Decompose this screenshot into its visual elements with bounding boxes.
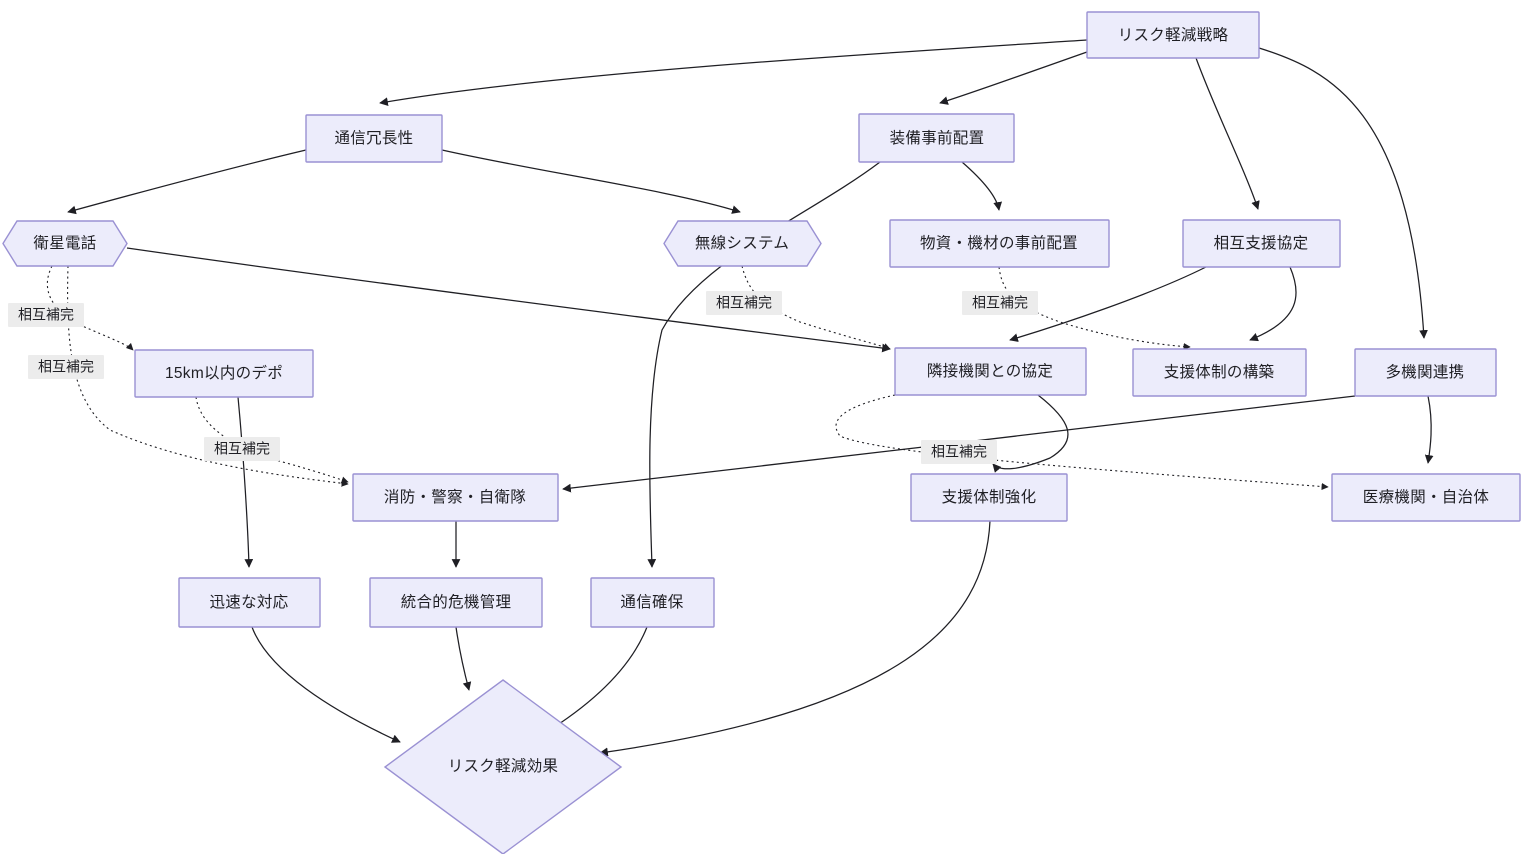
edge-label-text: 相互補完 [214, 441, 270, 457]
node-label: 支援体制の構築 [1164, 363, 1275, 381]
edge-equip-preplace-to-comm-secure [647, 161, 881, 568]
node-label: 装備事前配置 [890, 129, 985, 147]
node-label: 通信確保 [620, 593, 683, 611]
node-support-system-establishment[interactable]: 支援体制の構築 [1132, 348, 1307, 397]
edge-adjacent-agree-to-medical-local [835, 394, 1329, 491]
node-label: リスク軽減効果 [448, 757, 559, 775]
nodes-layer: リスク軽減戦略 通信冗長性 装備事前配置 衛星電話 無線システム [2, 11, 1521, 854]
node-label: 衛星電話 [33, 234, 96, 252]
edge-label-4: 相互補完 [706, 291, 782, 315]
node-label: 多機関連携 [1385, 363, 1464, 381]
node-label: 統合的危機管理 [401, 593, 512, 611]
edge-strategy-to-multi-agency [1258, 47, 1428, 339]
edge-mutual-aid-to-adjacent-agree [1009, 266, 1207, 342]
node-medical-institutions-municipalities[interactable]: 医療機関・自治体 [1331, 473, 1521, 522]
node-equipment-prepositioning[interactable]: 装備事前配置 [858, 113, 1015, 163]
edge-sat-phone-to-fire-police-sdf [67, 265, 349, 487]
edge-label-text: 相互補完 [716, 295, 772, 311]
edge-label-text: 相互補完 [18, 307, 74, 323]
node-label: 無線システム [695, 234, 789, 252]
node-label: 医療機関・自治体 [1363, 488, 1490, 506]
node-label: 隣接機関との協定 [927, 362, 1053, 380]
node-label: 通信冗長性 [334, 129, 413, 147]
node-risk-mitigation-strategy[interactable]: リスク軽減戦略 [1086, 11, 1260, 59]
edge-support-enhance-to-risk-effect [599, 520, 991, 757]
edge-label-3: 相互補完 [204, 437, 280, 461]
edge-comm-redundancy-to-radio-system [441, 149, 741, 214]
node-supplies-equipment-prepositioning[interactable]: 物資・機材の事前配置 [889, 219, 1110, 268]
edge-equip-preplace-to-supplies [961, 161, 1003, 211]
edge-strategy-to-comm-redundancy [379, 39, 1088, 106]
node-rapid-response[interactable]: 迅速な対応 [178, 577, 321, 628]
node-radio-system[interactable]: 無線システム [663, 220, 822, 267]
edge-depot-to-rapid-response [237, 396, 254, 568]
edge-label-2: 相互補完 [28, 355, 104, 379]
edge-label-6: 相互補完 [921, 440, 997, 464]
node-depot-within-15km[interactable]: 15km以内のデポ [134, 349, 314, 398]
node-communication-redundancy[interactable]: 通信冗長性 [305, 114, 443, 163]
node-communication-assurance[interactable]: 通信確保 [590, 577, 715, 628]
node-multi-agency-cooperation[interactable]: 多機関連携 [1354, 348, 1497, 397]
node-label: 迅速な対応 [209, 593, 288, 611]
node-satellite-phone[interactable]: 衛星電話 [2, 220, 128, 267]
edge-radio-system-to-adjacent-agree [741, 265, 891, 350]
edge-comm-secure-to-risk-effect [544, 626, 648, 734]
edge-adjacent-agree-to-support-enhance [992, 394, 1069, 473]
edge-comm-redundancy-to-sat-phone [67, 149, 307, 215]
edge-label-text: 相互補完 [931, 444, 987, 460]
node-label: 物資・機材の事前配置 [920, 234, 1078, 252]
edge-mutual-aid-to-support-build [1249, 266, 1297, 342]
node-support-system-strengthening[interactable]: 支援体制強化 [910, 473, 1068, 522]
node-label: 支援体制強化 [942, 488, 1037, 506]
node-label: 消防・警察・自衛隊 [384, 488, 526, 506]
node-label: リスク軽減戦略 [1118, 26, 1229, 44]
node-integrated-crisis-management[interactable]: 統合的危機管理 [369, 577, 543, 628]
edge-strategy-to-mutual-aid [1195, 57, 1260, 210]
edge-label-1: 相互補完 [8, 303, 84, 327]
node-label: 15km以内のデポ [165, 363, 283, 382]
edge-label-text: 相互補完 [38, 359, 94, 375]
edge-label-5: 相互補完 [962, 291, 1038, 315]
edge-label-text: 相互補完 [972, 295, 1028, 311]
edge-supplies-to-support-build [998, 266, 1191, 351]
edge-labels-layer: 相互補完 相互補完 相互補完 相互補完 相互補完 相互補完 [8, 291, 1038, 464]
node-fire-police-self-defense-force[interactable]: 消防・警察・自衛隊 [352, 473, 559, 522]
node-adjacent-agency-agreement[interactable]: 隣接機関との協定 [894, 347, 1087, 396]
edge-multi-agency-to-medical-local [1424, 395, 1434, 464]
node-mutual-support-agreement[interactable]: 相互支援協定 [1182, 219, 1341, 268]
edge-depot-to-fire-police-sdf [195, 396, 349, 484]
edge-integrated-mgmt-to-risk-effect [455, 626, 472, 691]
edge-strategy-to-equip-preplace [939, 51, 1088, 105]
node-label: 相互支援協定 [1214, 234, 1309, 252]
edges-layer [46, 39, 1434, 757]
node-risk-mitigation-effect[interactable]: リスク軽減効果 [383, 679, 623, 854]
edge-rapid-response-to-risk-effect [251, 626, 401, 743]
edge-sat-phone-to-adjacent-agree [126, 247, 891, 353]
